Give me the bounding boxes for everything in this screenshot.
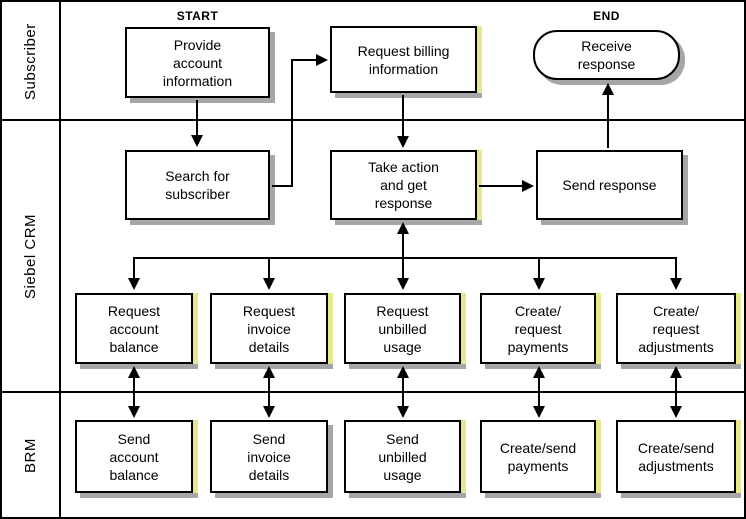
node-request-billing-information: Request billing information: [330, 26, 477, 93]
lane-title-divider: [59, 2, 61, 517]
node-create-request-payments: Create/ request payments: [480, 293, 596, 364]
node-request-account-balance: Request account balance: [75, 293, 193, 364]
node-create-send-adjustments: Create/send adjustments: [616, 420, 736, 493]
node-request-invoice-details: Request invoice details: [210, 293, 328, 364]
node-send-response: Send response: [536, 150, 683, 220]
node-search-for-subscriber: Search for subscriber: [125, 150, 270, 220]
distribution-line: [128, 257, 682, 290]
lane-divider-subscriber-siebel: [2, 119, 744, 121]
start-label: START: [176, 9, 219, 23]
end-label: END: [593, 9, 620, 23]
node-provide-account-information: Provide account information: [125, 27, 270, 98]
lane-divider-siebel-brm: [2, 391, 744, 393]
node-request-unbilled-usage: Request unbilled usage: [344, 293, 461, 364]
node-send-unbilled-usage: Send unbilled usage: [344, 420, 461, 493]
node-create-request-adjustments: Create/ request adjustments: [616, 293, 736, 364]
lane-label-brm: BRM: [22, 438, 39, 474]
lane-label-siebel-crm: Siebel CRM: [22, 213, 39, 299]
node-send-invoice-details: Send invoice details: [210, 420, 328, 493]
arrow-search-to-request-billing: [272, 54, 328, 187]
node-receive-response: Receive response: [533, 30, 680, 80]
node-create-send-payments: Create/send payments: [480, 420, 596, 493]
node-take-action-and-get-response: Take action and get response: [330, 150, 477, 220]
lane-label-subscriber: Subscriber: [22, 23, 39, 100]
node-send-account-balance: Send account balance: [75, 420, 193, 493]
